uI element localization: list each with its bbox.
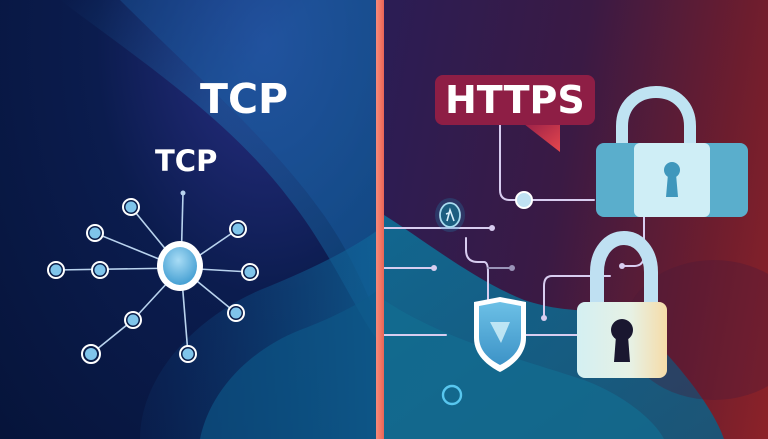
lock-icon bbox=[596, 85, 748, 217]
node-icon bbox=[179, 345, 197, 363]
badge-tail bbox=[524, 124, 560, 152]
network-hub-diagram bbox=[47, 190, 259, 364]
https-label: HTTPS bbox=[445, 78, 585, 122]
network-nodes bbox=[47, 198, 259, 364]
node-icon bbox=[81, 344, 101, 364]
hub-node-icon bbox=[157, 241, 203, 291]
connector-node-icon bbox=[515, 191, 533, 209]
panel-divider bbox=[376, 0, 384, 439]
node-icon bbox=[86, 224, 104, 242]
ring-node-icon bbox=[441, 384, 463, 406]
node-icon bbox=[241, 263, 259, 281]
endpoint-dot-icon bbox=[180, 190, 186, 196]
tcp-title-large: TCP bbox=[200, 75, 289, 123]
https-panel bbox=[384, 0, 768, 439]
tcp-title-small: TCP bbox=[155, 144, 218, 178]
circuit-node-icon bbox=[435, 198, 465, 232]
https-badge: HTTPS bbox=[435, 75, 595, 125]
node-icon bbox=[91, 261, 109, 279]
node-icon bbox=[124, 311, 142, 329]
node-icon bbox=[47, 261, 65, 279]
circuit-lines bbox=[384, 124, 645, 406]
node-icon bbox=[227, 304, 245, 322]
lock-icon bbox=[577, 230, 667, 378]
tcp-panel: TCP TCP bbox=[0, 0, 378, 439]
background-waves bbox=[60, 0, 378, 439]
node-icon bbox=[229, 220, 247, 238]
node-icon bbox=[122, 198, 140, 216]
shield-check-icon bbox=[474, 297, 526, 372]
